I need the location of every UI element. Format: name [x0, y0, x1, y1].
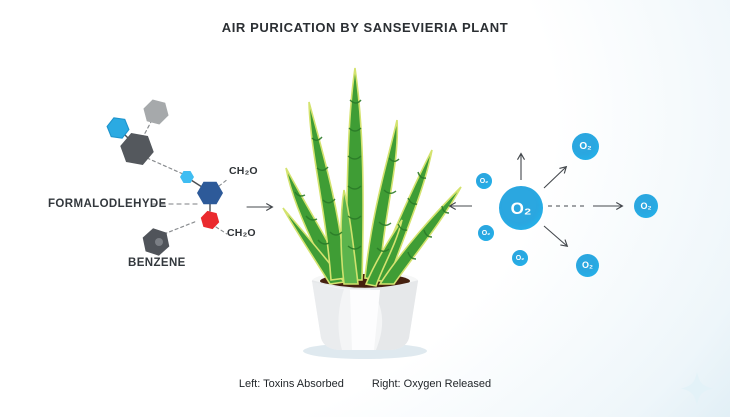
oxygen-downright-arrow: [543, 225, 569, 248]
page-title: AIR PURICATION BY SANSEVIERIA PLANT: [221, 20, 509, 35]
pot: [311, 280, 419, 350]
ch2o-label-top: CH₂O: [229, 165, 258, 177]
small-cyan-hexagon-icon: [180, 170, 194, 184]
benzene-label: BENZENE: [128, 257, 186, 269]
oxygen-upright-arrow: [543, 165, 568, 189]
ch2o-label-bottom: CH₂O: [227, 227, 256, 239]
oxygen-bubble-medium: O₂: [572, 133, 599, 160]
oxygen-bubble-small: O₂: [478, 225, 494, 241]
benzene-hexagon-icon: [142, 228, 170, 256]
sparkle-icon: [681, 372, 713, 405]
legend-caption: Left: Toxins Absorbed Right: Oxygen Rele…: [0, 378, 730, 390]
cyan-hexagon-icon: [106, 117, 130, 139]
oxygen-bubble-medium: O₂: [634, 194, 658, 218]
oxygen-bubble-small: O₂: [512, 250, 528, 266]
oxygen-bubble-large: O₂: [499, 186, 543, 230]
oxygen-bubble-medium: O₂: [576, 254, 599, 277]
oxygen-arrows: [448, 152, 624, 248]
dark-gray-hexagon-icon: [120, 133, 154, 165]
formaldehyde-label: FORMALODLEHYDE: [48, 198, 167, 210]
navy-hexagon-icon: [197, 181, 223, 205]
toxin-molecules-illustration: [106, 99, 274, 256]
caption-oxygen-released: Right: Oxygen Released: [371, 378, 492, 390]
snake-plant-illustration: [282, 67, 462, 359]
leaf-bands: [294, 99, 450, 260]
oxygen-bubble-small: O₂: [476, 173, 492, 189]
leaves: [282, 67, 462, 287]
gray-hexagon-icon: [143, 99, 169, 125]
red-hexagon-icon: [200, 210, 220, 230]
caption-toxins-absorbed: Left: Toxins Absorbed: [238, 378, 344, 390]
